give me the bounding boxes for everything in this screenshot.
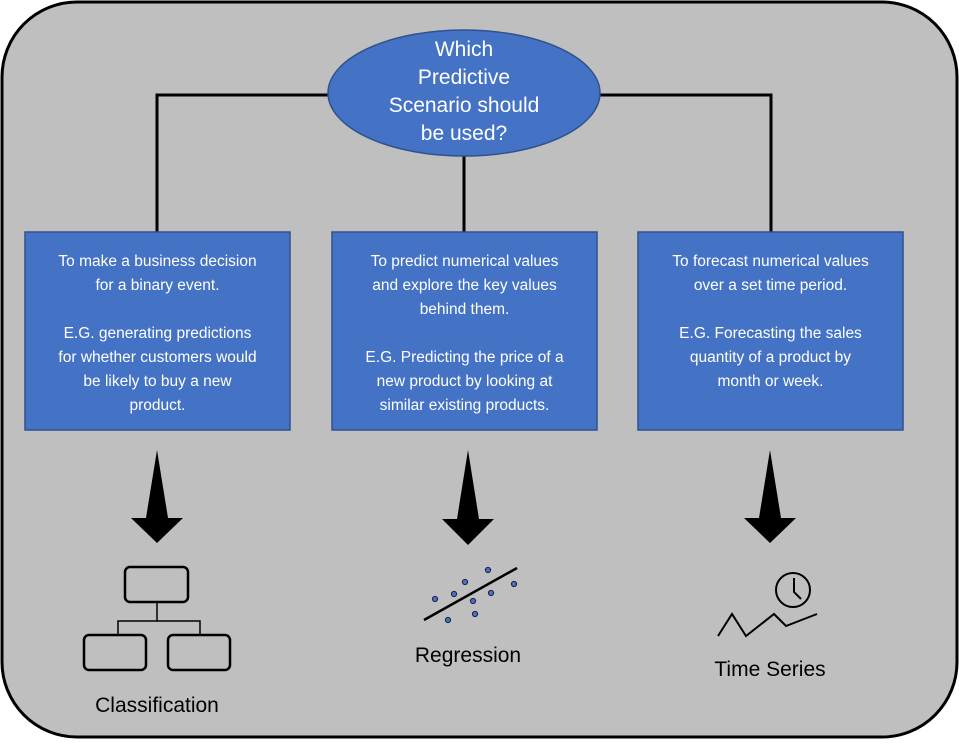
scenario-label-regression: Regression bbox=[415, 644, 521, 667]
question-node: Which Predictive Scenario should be used… bbox=[327, 29, 601, 157]
hierarchy-icon bbox=[82, 565, 232, 672]
scenario-box: To make a business decision for a binary … bbox=[24, 231, 291, 431]
scenario-description-line: To predict numerical values bbox=[371, 253, 559, 270]
connector-lines bbox=[155, 93, 773, 232]
connector-right bbox=[596, 93, 773, 232]
scenario-description-line: behind them. bbox=[420, 301, 510, 318]
scenario-box-bg bbox=[331, 231, 598, 431]
question-line: be used? bbox=[421, 122, 507, 145]
question-line: Which bbox=[435, 38, 493, 61]
down-arrow-icon bbox=[744, 450, 796, 543]
connector-left bbox=[155, 93, 332, 232]
scenario-description-line: month or week. bbox=[718, 373, 824, 390]
question-line: Scenario should bbox=[389, 94, 540, 117]
scenario-description-line: quantity of a product by bbox=[690, 349, 851, 366]
scenario-description-line: new product by looking at bbox=[377, 373, 553, 390]
scenario-label-classification: Classification bbox=[95, 694, 219, 717]
scenario-description-line: To forecast numerical values bbox=[672, 253, 869, 270]
scenario-box: To forecast numerical values over a set t… bbox=[637, 231, 904, 431]
down-arrow-icon bbox=[131, 450, 183, 543]
scenario-description-line: E.G. Predicting the price of a bbox=[365, 349, 564, 366]
scenario-description-line: similar existing products. bbox=[380, 397, 550, 414]
scenario-box-bg bbox=[24, 231, 291, 431]
arrows bbox=[131, 450, 796, 545]
scenario-description-line: for a binary event. bbox=[95, 277, 219, 294]
time-series-clock-icon bbox=[717, 572, 818, 638]
scenario-description-line: for whether customers would bbox=[58, 349, 256, 366]
scenario-label-time-series: Time Series bbox=[714, 658, 825, 681]
scenario-description-line: E.G. generating predictions bbox=[64, 325, 252, 342]
scatter-regression-icon bbox=[423, 566, 518, 624]
down-arrow-icon bbox=[442, 450, 494, 545]
scenario-description-line: To make a business decision bbox=[58, 253, 256, 270]
scenario-description-line: and explore the key values bbox=[372, 277, 557, 294]
scenario-description-line: E.G. Forecasting the sales bbox=[679, 325, 862, 342]
scenario-description-line: product. bbox=[129, 397, 185, 414]
scenario-description-line: over a set time period. bbox=[694, 277, 847, 294]
scenario-description-line: be likely to buy a new bbox=[83, 373, 232, 390]
scenario-box: To predict numerical values and explore t… bbox=[331, 231, 598, 431]
question-line: Predictive bbox=[418, 66, 510, 89]
scenario-box-bg bbox=[637, 231, 904, 431]
